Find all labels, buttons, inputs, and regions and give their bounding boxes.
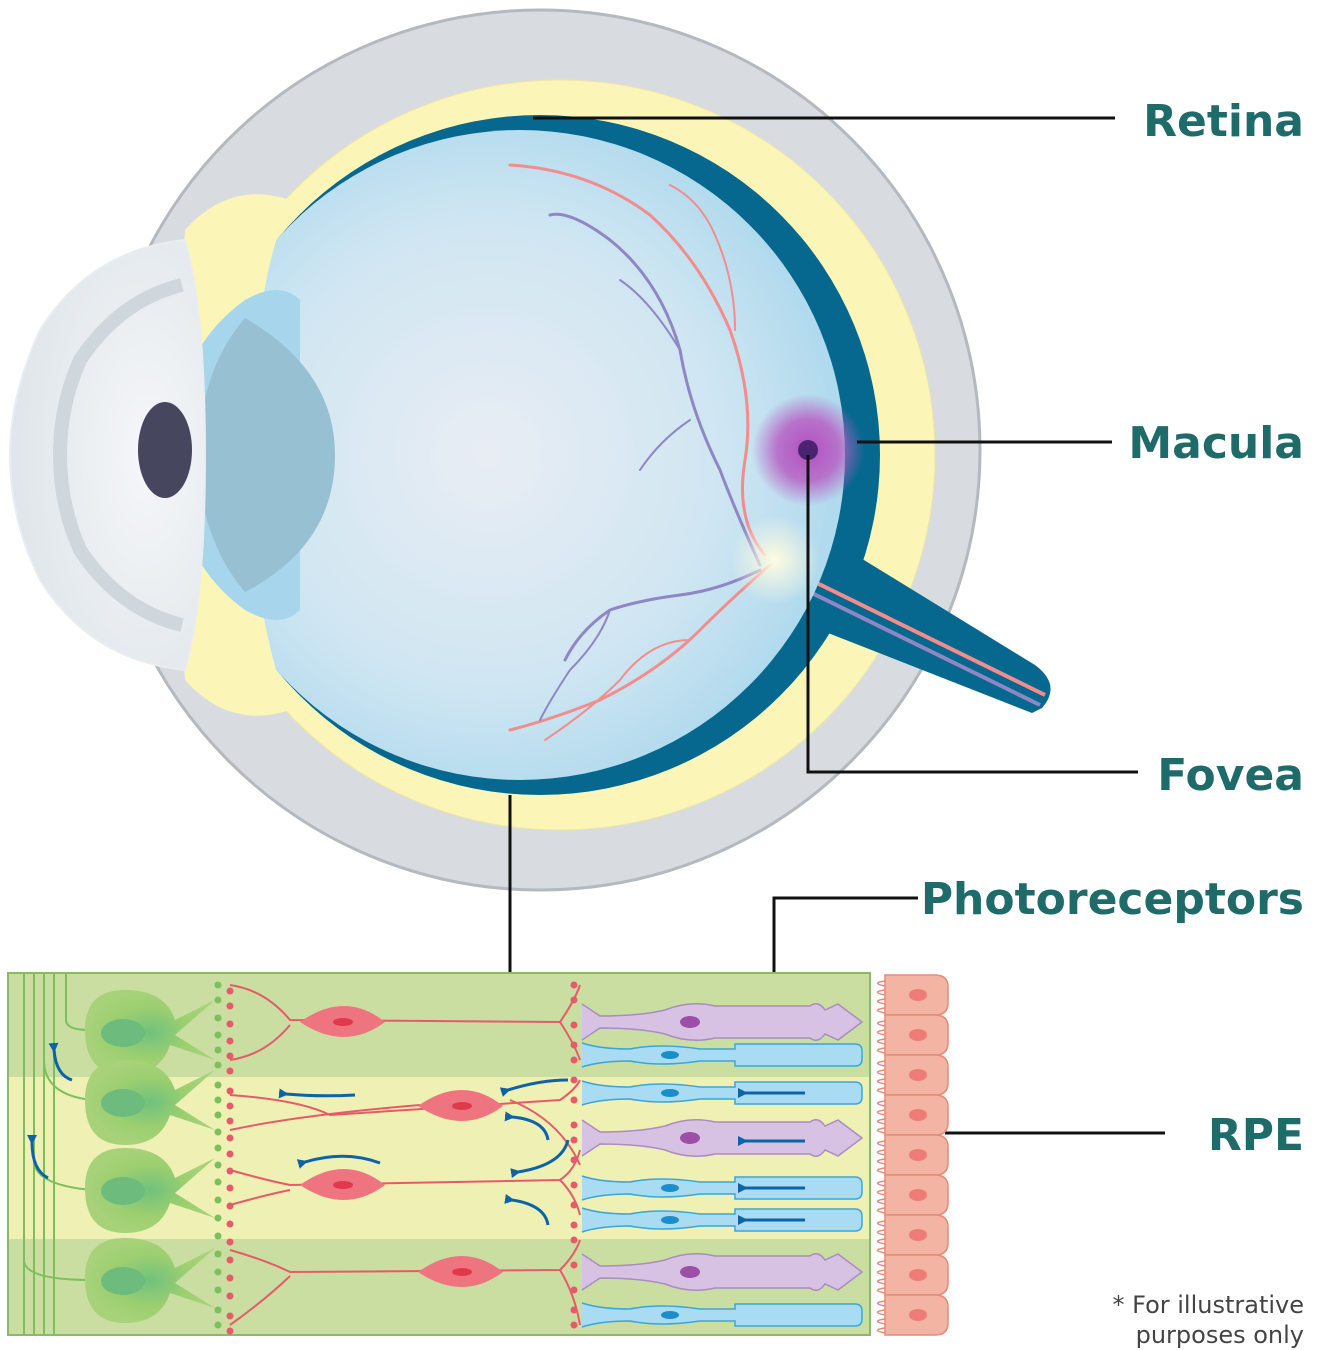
- rpe-cell: [878, 1015, 949, 1055]
- synapse-dot: [215, 1162, 222, 1169]
- retina-label: Retina: [1143, 96, 1304, 147]
- synapse-dot: [215, 1179, 222, 1186]
- synapse-dot: [571, 1237, 578, 1244]
- synapse-dot: [571, 1262, 578, 1269]
- synapse-dot: [571, 1077, 578, 1084]
- rpe-cell: [878, 1215, 949, 1255]
- synapse-dot: [227, 1221, 234, 1228]
- synapse-dot: [227, 1118, 234, 1125]
- synapse-dot: [571, 1057, 578, 1064]
- synapse-dot: [215, 1215, 222, 1222]
- synapse-dot: [227, 1328, 234, 1335]
- synapse-dot: [215, 1097, 222, 1104]
- rpe-cell: [878, 1055, 949, 1095]
- rpe-cell: [878, 1295, 949, 1335]
- synapse-dot: [227, 1088, 234, 1095]
- synapse-dot: [215, 1062, 222, 1069]
- synapse-dot: [227, 1003, 234, 1010]
- synapse-dot: [215, 1047, 222, 1054]
- synapse-dot: [227, 1135, 234, 1142]
- synapse-dot: [215, 1307, 222, 1314]
- synapse-dot: [227, 1053, 234, 1060]
- synapse-dot: [215, 1032, 222, 1039]
- synapse-dot: [571, 1137, 578, 1144]
- signal-arrow: [286, 1094, 355, 1096]
- fovea-label: Fovea: [1157, 750, 1304, 801]
- macula-label: Macula: [1128, 418, 1304, 469]
- retina-cross-section: [8, 973, 948, 1335]
- synapse-dot: [215, 1251, 222, 1258]
- synapse-dot: [215, 997, 222, 1004]
- synapse-dot: [215, 1129, 222, 1136]
- synapse-dot: [227, 1068, 234, 1075]
- rpe-cell: [878, 1135, 949, 1175]
- synapse-dot: [227, 1103, 234, 1110]
- synapse-dot: [571, 1322, 578, 1329]
- synapse-dot: [227, 1151, 234, 1158]
- synapse-dot: [571, 1222, 578, 1229]
- synapse-dot: [227, 988, 234, 995]
- note-line-1: * For illustrative: [1112, 1290, 1304, 1320]
- note-line-2: purposes only: [1112, 1320, 1304, 1350]
- rpe-cell: [878, 975, 949, 1015]
- synapse-dot: [215, 1322, 222, 1329]
- synapse-dot: [227, 1185, 234, 1192]
- synapse-dot: [227, 1257, 234, 1264]
- rpe-cell: [878, 1255, 949, 1295]
- rpe-cell: [878, 1095, 949, 1135]
- synapse-dot: [215, 1112, 222, 1119]
- synapse-dot: [227, 1038, 234, 1045]
- synapse-dot: [227, 1239, 234, 1246]
- synapse-dot: [227, 1021, 234, 1028]
- synapse-dot: [215, 1269, 222, 1276]
- synapse-dot: [215, 1197, 222, 1204]
- synapse-dot: [215, 1082, 222, 1089]
- pupil: [138, 402, 192, 498]
- illustrative-note: * For illustrative purposes only: [1112, 1290, 1304, 1350]
- bipolar-nucleus: [333, 1181, 353, 1189]
- eyeball: [10, 10, 1051, 890]
- bipolar-nucleus: [333, 1018, 353, 1026]
- synapse-dot: [215, 1233, 222, 1240]
- rpe-label: RPE: [1208, 1110, 1304, 1161]
- synapse-dot: [215, 982, 222, 989]
- synapse-dot: [571, 1097, 578, 1104]
- synapse-dot: [571, 1182, 578, 1189]
- rpe-cell: [878, 1175, 949, 1215]
- bipolar-nucleus: [452, 1268, 472, 1276]
- synapse-dot: [571, 1022, 578, 1029]
- synapse-dot: [571, 982, 578, 989]
- synapse-dot: [215, 1015, 222, 1022]
- rpe-cells: [878, 975, 949, 1335]
- synapse-dot: [227, 1313, 234, 1320]
- synapse-dot: [571, 1122, 578, 1129]
- synapse-dot: [227, 1275, 234, 1282]
- synapse-dot: [227, 1293, 234, 1300]
- synapse-dot: [215, 1145, 222, 1152]
- bipolar-nucleus: [452, 1102, 472, 1110]
- photoreceptors-label: Photoreceptors: [921, 874, 1304, 925]
- synapse-dot: [215, 1287, 222, 1294]
